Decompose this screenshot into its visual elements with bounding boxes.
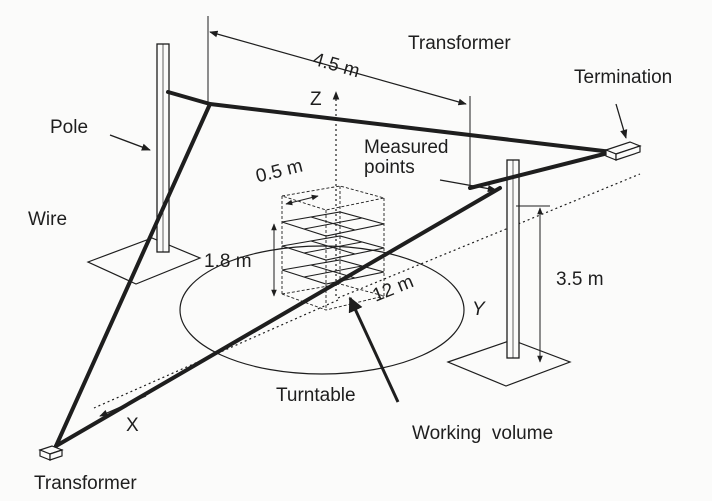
measured-points-pointer xyxy=(439,179,497,193)
termination-label: Termination xyxy=(574,67,673,88)
measured-points-grid xyxy=(281,211,385,285)
pole-pointer xyxy=(109,134,151,151)
z-axis-label: Z xyxy=(310,89,322,110)
y-axis-label: Y xyxy=(472,299,485,320)
dim-pole-height-label: 3.5 m xyxy=(556,269,604,290)
dim-grid-line xyxy=(285,194,319,206)
transformer-top-label: Transformer xyxy=(408,33,511,54)
working-volume-pointer xyxy=(348,296,400,403)
measured-points-label: Measured points xyxy=(364,137,449,178)
turntable-label: Turntable xyxy=(276,385,356,406)
termination-pointer xyxy=(615,103,628,139)
termination-box xyxy=(604,141,642,161)
working-volume-label: Working volume xyxy=(412,423,554,444)
dim-volume-height-label: 1.8 m xyxy=(204,251,252,272)
wire-label: Wire xyxy=(28,209,68,230)
transformer-bottom-label: Transformer xyxy=(34,473,137,494)
turntable-ellipse xyxy=(179,245,465,375)
x-axis-label: X xyxy=(126,415,139,436)
bottom-transformer-box xyxy=(38,445,64,461)
left-pole-base xyxy=(86,237,202,285)
dim-pole-spacing-line xyxy=(209,30,467,106)
pole-label: Pole xyxy=(50,117,89,138)
